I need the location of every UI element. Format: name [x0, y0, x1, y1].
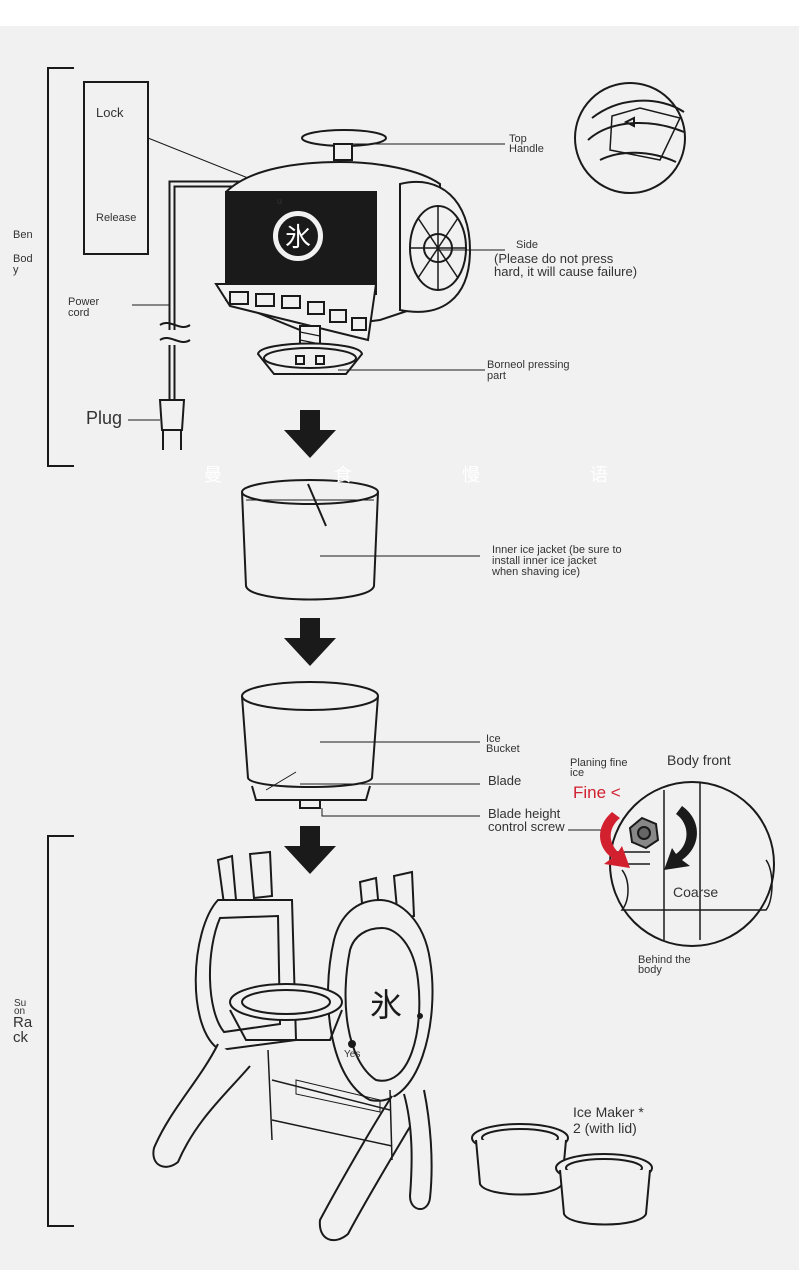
- blade-label: Blade: [488, 773, 522, 788]
- watermark-char: 语: [590, 465, 608, 485]
- plug: [128, 399, 186, 450]
- ice-maker-label: Ice Maker * 2 (with lid): [573, 1104, 644, 1136]
- arrow-down-icon: [284, 410, 336, 874]
- release-label: Release: [96, 212, 137, 224]
- plug-label: Plug: [86, 408, 123, 428]
- power-cord-label: Power cord: [68, 296, 100, 319]
- body-front-label: Body front: [667, 752, 731, 768]
- su-label: Su on: [14, 998, 27, 1017]
- curved-arrow-icon: [600, 806, 697, 870]
- coarse-label: Coarse: [673, 884, 719, 900]
- inner-jacket-label: Inner ice jacket (be sure to install inn…: [492, 544, 622, 578]
- u-mark-label: u: [277, 196, 283, 206]
- stand-bracket: [47, 835, 74, 1227]
- ice-bucket: [241, 681, 480, 817]
- adjust-knob-icon: [568, 781, 775, 947]
- power-cord: [159, 180, 250, 400]
- stand-rack: [152, 850, 434, 1242]
- side-note-label: (Please do not press hard, it will cause…: [494, 251, 638, 279]
- ice-maker-cups: [471, 1123, 653, 1226]
- side-label: Side: [516, 239, 539, 251]
- shaver-body: [214, 129, 505, 375]
- top-handle-label: Top Handle: [509, 133, 544, 155]
- pressing-part-label: Borneol pressing part: [487, 359, 570, 382]
- lock-release-box: [83, 81, 149, 255]
- lock-label: Lock: [96, 105, 124, 120]
- watermark-char: 食: [334, 465, 352, 485]
- lock-detail-icon: [574, 82, 686, 194]
- inner-ice-jacket: [241, 479, 480, 601]
- yes-label: Yes: [344, 1049, 361, 1060]
- behind-body-label: Behind the body: [638, 954, 691, 976]
- body-label: Bod y: [13, 253, 33, 276]
- rack-label: Ra ck: [13, 1014, 33, 1046]
- body-bracket: [47, 67, 74, 467]
- planing-fine-label: Planing fine ice: [570, 757, 628, 779]
- watermark-char: 慢: [462, 465, 480, 485]
- stand-char: 氷: [370, 986, 402, 1024]
- body-char: 氷: [285, 223, 311, 253]
- watermark-char: 曼: [204, 465, 222, 485]
- ben-label: Ben: [13, 229, 33, 241]
- blade-height-label: Blade height control screw: [488, 806, 565, 834]
- fine-label: Fine <: [573, 783, 621, 802]
- ice-bucket-label: Ice Bucket: [486, 733, 520, 755]
